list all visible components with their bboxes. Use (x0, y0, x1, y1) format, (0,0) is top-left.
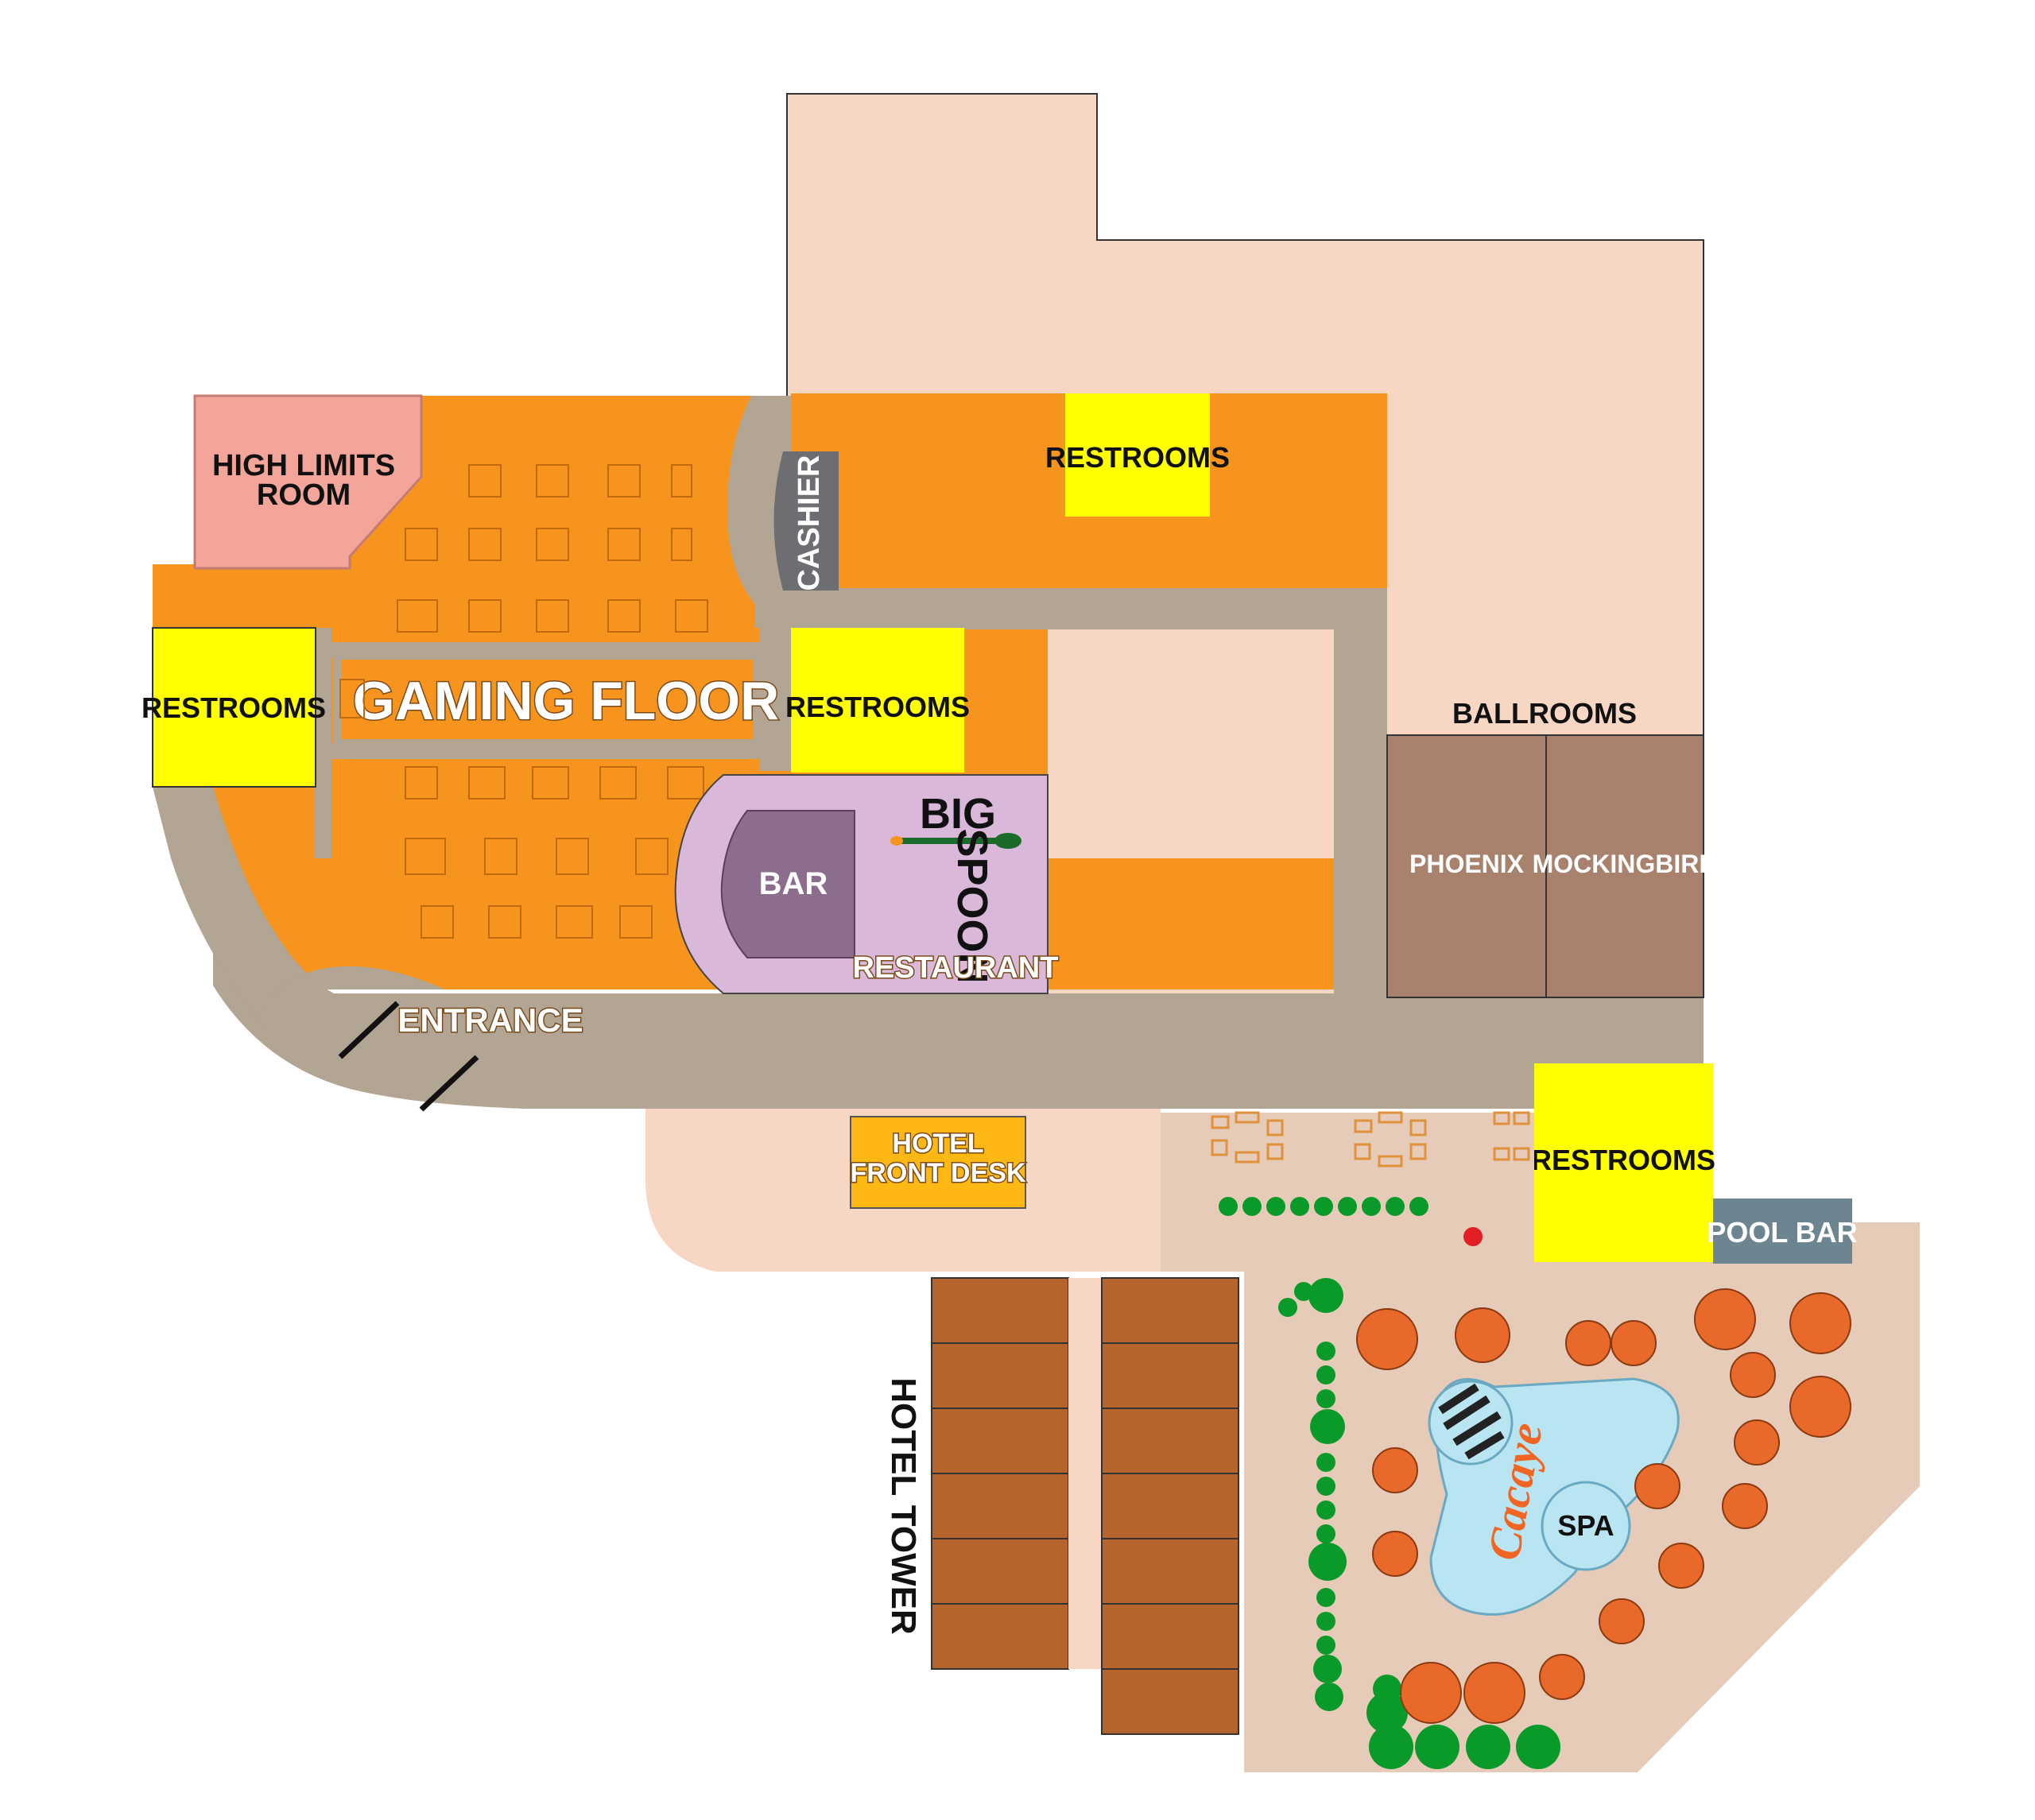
spa-circle (1541, 1481, 1631, 1571)
main-entrance-corridor (213, 787, 1704, 1109)
tower-rooms-west (931, 1277, 1069, 1670)
front-desk-label-1: HOTEL (892, 1129, 983, 1159)
restrooms-mid-label: RESTROOMS (785, 691, 970, 723)
bar-counter (720, 810, 855, 958)
pool-bar-label: POOL BAR (1707, 1216, 1857, 1249)
mid-corridor (759, 628, 791, 771)
front-desk-label-2: FRONT DESK (851, 1158, 1026, 1188)
tower-rooms-east (1101, 1277, 1239, 1735)
high-limits-room[interactable]: HIGH LIMITS ROOM (193, 394, 423, 570)
fire-pit-icon (1463, 1227, 1483, 1246)
inner-orange-a (962, 628, 1048, 771)
pool: SPA Cacaye (1428, 1377, 1680, 1616)
high-limits-label-1: HIGH LIMITS (212, 449, 395, 482)
restaurant-label: RESTAURANT (853, 951, 1059, 985)
corridors (153, 396, 1704, 1109)
front-desk-box (850, 1116, 1026, 1209)
restrooms-left-box (152, 627, 316, 788)
hotel-tower[interactable]: HOTEL TOWER (884, 1277, 1239, 1735)
umbrellas (1356, 1288, 1851, 1724)
big-spoon-spoon: SPOON (948, 828, 996, 983)
entrance[interactable]: ENTRANCE (338, 1001, 584, 1112)
mockingbird-label: MOCKINGBIRD (1533, 850, 1718, 878)
cashier-label: CASHIER (793, 455, 826, 591)
entrance-curve (153, 787, 445, 1025)
restrooms-left-label: RESTROOMS (141, 691, 326, 724)
east-vertical-corridor (1334, 588, 1387, 993)
big-spoon-big: BIG (920, 790, 996, 838)
pool-bar-box (1713, 1198, 1852, 1264)
slot-machines (339, 464, 708, 939)
restrooms-pool-label: RESTROOMS (1531, 1144, 1715, 1176)
restrooms-pool-box (1534, 1063, 1713, 1262)
gaming-divider-top (314, 642, 767, 658)
ballrooms[interactable]: BALLROOMS PHOENIX MOCKINGBIRD (1386, 697, 1718, 998)
inner-court (1048, 628, 1334, 858)
entrance-door-1 (338, 1001, 400, 1059)
north-corridor (791, 588, 1387, 629)
mockingbird-room[interactable] (1545, 734, 1704, 998)
restrooms-top[interactable]: RESTROOMS (1045, 393, 1230, 517)
spa-label: SPA (1557, 1509, 1614, 1542)
restrooms-pool[interactable]: RESTROOMS (1531, 1063, 1715, 1262)
lounge-chairs (1211, 1111, 1530, 1168)
entrance-label: ENTRANCE (397, 1001, 583, 1039)
phoenix-label: PHOENIX (1409, 850, 1525, 878)
cashier-shape (773, 451, 839, 591)
spoon-icon (890, 833, 1021, 849)
entrance-door-2 (419, 1055, 479, 1112)
restrooms-mid-box (791, 628, 964, 773)
pool-bar[interactable]: POOL BAR (1707, 1198, 1858, 1264)
gaming-divider-bottom (314, 743, 767, 759)
gaming-floor-label: GAMING FLOOR (353, 671, 779, 731)
hotel-tower-label: HOTEL TOWER (884, 1377, 923, 1635)
big-spoon-restaurant[interactable]: BAR BIG SPOON RESTAURANT (674, 774, 1060, 994)
cashier[interactable]: CASHIER (773, 451, 839, 591)
restrooms-left[interactable]: RESTROOMS (141, 627, 326, 788)
restrooms-top-label: RESTROOMS (1045, 441, 1230, 474)
inner-orange-b (1048, 858, 1334, 989)
pool-steps-icon (1438, 1383, 1505, 1460)
restrooms-top-box (1065, 393, 1210, 517)
hotel-front-desk[interactable]: HOTEL FRONT DESK (849, 1116, 1027, 1209)
restrooms-mid[interactable]: RESTROOMS (785, 628, 970, 773)
high-limits-label-2: ROOM (257, 478, 351, 512)
phoenix-room[interactable] (1386, 734, 1547, 998)
gaming-floor-banner (334, 652, 762, 747)
high-limits-room-shape (193, 394, 423, 570)
bar-label: BAR (759, 866, 828, 901)
tower-hallway (1068, 1278, 1102, 1669)
ballrooms-label: BALLROOMS (1452, 697, 1637, 730)
west-corridor (314, 628, 331, 858)
trees (1219, 1197, 1560, 1769)
